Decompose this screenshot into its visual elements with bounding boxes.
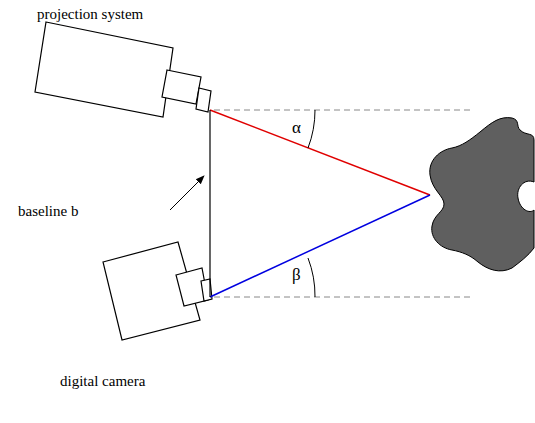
projector-body xyxy=(35,22,173,117)
measured-object xyxy=(430,118,534,271)
angle-label: α xyxy=(292,119,301,138)
projector-lens-front xyxy=(196,88,211,112)
camera-ray xyxy=(210,195,430,297)
device-label: projection system xyxy=(37,6,143,23)
device-node: digital camera xyxy=(55,297,210,397)
reference-line xyxy=(214,110,470,111)
baseline xyxy=(209,110,210,297)
device-node: projection system xyxy=(30,0,210,110)
projector-lens xyxy=(162,70,201,104)
device-label: digital camera xyxy=(60,373,145,390)
projection-ray xyxy=(210,110,430,195)
leader-arrow xyxy=(170,176,204,210)
baseline-label: baseline b xyxy=(18,203,78,220)
angle-arc xyxy=(308,258,315,297)
reference-line xyxy=(214,297,470,298)
angle-arc xyxy=(308,110,315,148)
angle-label: β xyxy=(292,266,301,285)
